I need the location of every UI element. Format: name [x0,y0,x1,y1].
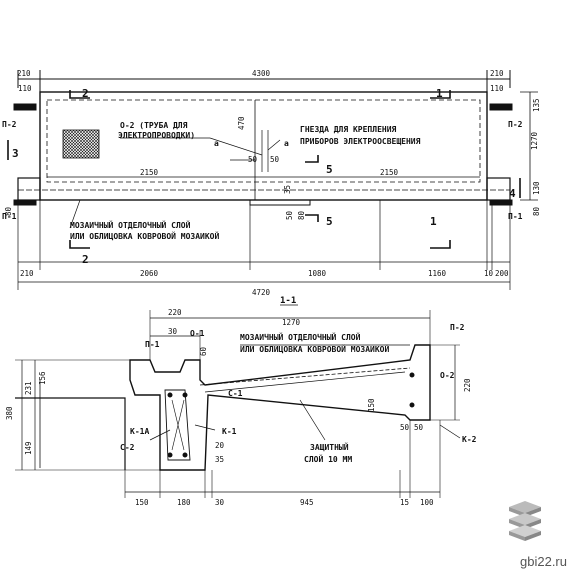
plan-dim-bot-1080: 1080 [308,269,327,278]
sec-dim-220-right: 220 [463,378,472,392]
sec-dim-20: 20 [215,441,225,450]
note-mosaic-plan-line1: МОЗАИЧНЫЙ ОТДЕЛОЧНЫЙ СЛОЙ [70,219,191,230]
sec-dim-bot-30: 30 [215,498,225,507]
plan-dim-1270: 1270 [530,131,539,150]
mark-p2-right: П-2 [508,120,523,129]
plan-dim-total: 4720 [252,288,271,297]
note-mosaic-plan-line2: ИЛИ ОБЛИЦОВКА КОВРОВОЙ МОЗАИКОЙ [70,230,219,241]
plan-dim-4300: 4300 [252,69,271,78]
mark-p1-right: П-1 [508,212,523,221]
sec-dim-1270: 1270 [282,318,301,327]
plan-dim-135: 135 [532,98,541,112]
plan-inner-edge [46,99,481,183]
note-pipe-line2: ЭЛЕКТРОПРОВОДКИ) [118,131,195,140]
sec-dim-50b: 50 [414,423,424,432]
plan-dim-50b: 50 [270,155,280,164]
sec-dim-220: 220 [168,308,182,317]
sec-dim-380: 380 [5,406,14,420]
plan-dim-80-right: 80 [532,206,541,216]
plan-dim-bot-200: 200 [495,269,509,278]
sec-mark-k1a: К-1А [130,427,149,436]
sec-note-mosaic-line2: ИЛИ ОБЛИЦОВКА КОВРОВОЙ МОЗАИКОЙ [240,343,389,354]
plan-dim-110-right: 110 [490,84,504,93]
plan-dim-50a: 50 [248,155,258,164]
sec-mark-o2: О-2 [440,371,455,380]
mark-sec4: 4 [509,187,516,200]
plan-slab-outline [39,91,488,201]
plan-dim-bot-2060: 2060 [140,269,159,278]
sec-dim-bot-150: 150 [135,498,149,507]
note-socket-line2: ПРИБОРОВ ЭЛЕКТРООСВЕЩЕНИЯ [300,137,421,146]
sec-note-protect-line2: СЛОЙ 10 ММ [304,453,352,464]
plan-dim-80-left: 80 [4,206,13,216]
plan-dim-bot-210: 210 [20,269,34,278]
note-socket-line1: ГНЕЗДА ДЛЯ КРЕПЛЕНИЯ [300,125,397,134]
sec-mark-k2: К-2 [462,435,477,444]
site-watermark: gbi22.ru [520,554,567,569]
mosaic-hatch-area [62,129,100,159]
mark-p1-left: П-1 [2,212,17,221]
sec-dim-bot-180: 180 [177,498,191,507]
note-pipe-line1: О-2 (ТРУБА ДЛЯ [120,121,188,130]
sec-mark-o1: О-1 [190,329,205,338]
rebar-cage [164,389,191,461]
plan-dim-2150-left: 2150 [140,168,159,177]
plan-dim-bot-10: 10 [484,269,494,278]
sec-dim-60: 60 [199,346,208,356]
sec-dim-156: 156 [38,371,47,385]
mark-sec2-bot: 2 [82,253,89,266]
mark-sec2-top: 2 [82,87,89,100]
plan-labels: 210 4300 210 110 110 2150 2150 1270 470 … [2,69,541,297]
sec-dim-50a: 50 [400,423,410,432]
mark-a2: а [284,139,289,148]
sec-dim-150: 150 [367,398,376,412]
plan-dim-130: 130 [532,181,541,195]
mark-p2-left: П-2 [2,120,17,129]
mark-sec1-top: 1 [436,87,443,100]
mark-a1: а [214,139,219,148]
plan-dim-80: 80 [297,210,306,220]
sec-dim-231: 231 [24,381,33,395]
sec-dim-35: 35 [215,455,224,464]
sec-dim-bot-15: 15 [400,498,409,507]
section-beam-profile [129,344,431,471]
sec-mark-p2: П-2 [450,323,465,332]
sec-dim-149: 149 [24,441,33,455]
plan-dim-2150-right: 2150 [380,168,399,177]
sec-dim-30: 30 [168,327,178,336]
plan-dim-110-left: 110 [18,84,32,93]
plan-view [7,70,538,290]
mark-sec5-bot: 5 [326,215,333,228]
sec-note-mosaic-line1: МОЗАИЧНЫЙ ОТДЕЛОЧНЫЙ СЛОЙ [240,331,361,342]
sec-mark-s1: С-1 [228,389,243,398]
mark-sec1-bot: 1 [430,215,437,228]
section-labels: 1-1 220 1270 30 60 380 231 156 149 150 1… [5,296,477,507]
sec-note-protect-line1: ЗАЩИТНЫЙ [310,441,349,452]
sec-mark-s2: С-2 [120,443,135,452]
plan-dim-50c: 50 [285,210,294,220]
plan-dim-210-left: 210 [17,69,31,78]
section-view [15,304,461,498]
mark-sec5-top: 5 [326,163,333,176]
plan-dim-470: 470 [237,116,246,130]
plan-dim-210-right: 210 [490,69,504,78]
plan-dim-35: 35 [283,185,292,194]
sec-mark-p1: П-1 [145,340,160,349]
section-title: 1-1 [280,296,296,306]
mark-sec3: 3 [12,147,19,160]
sec-dim-bot-945: 945 [300,498,314,507]
plan-dim-bot-1160: 1160 [428,269,447,278]
sec-mark-k1: К-1 [222,427,237,436]
site-logo-icon [509,501,541,541]
sec-dim-bot-100: 100 [420,498,434,507]
